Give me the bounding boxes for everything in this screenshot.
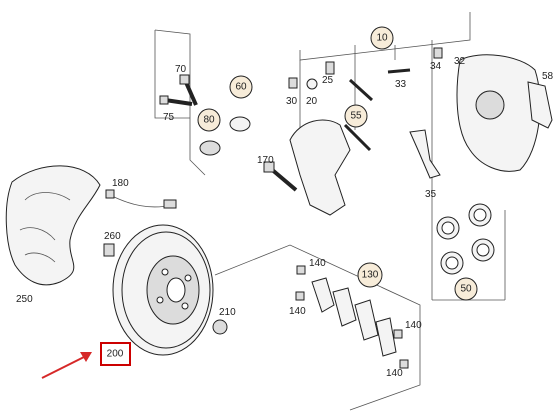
bubble-55[interactable]: 55 [344, 104, 368, 128]
bubble-130[interactable]: 130 [357, 262, 383, 288]
pad-bolt[interactable] [393, 329, 403, 339]
label-33: 33 [395, 79, 407, 90]
guide-pins[interactable] [343, 78, 374, 152]
label-180: 180 [112, 178, 129, 189]
caliper-bolt[interactable] [263, 161, 298, 192]
retaining-clip[interactable] [409, 129, 441, 179]
callout-box-200[interactable] [100, 342, 131, 366]
caliper-carrier[interactable] [289, 119, 351, 216]
label-34: 34 [430, 61, 442, 72]
label-70: 70 [175, 64, 187, 75]
svg-text:60: 60 [235, 82, 247, 93]
svg-text:10: 10 [376, 33, 388, 44]
label-20: 20 [306, 96, 318, 107]
label-35: 35 [425, 189, 437, 200]
pad-bolt[interactable] [296, 265, 306, 275]
label-75: 75 [163, 112, 175, 123]
label-210: 210 [219, 307, 236, 318]
label-200: 200 [107, 349, 124, 360]
seal-kit[interactable] [436, 203, 495, 275]
hub-cap[interactable] [212, 319, 228, 335]
svg-text:80: 80 [203, 115, 215, 126]
label-170: 170 [257, 155, 274, 166]
bushing-80[interactable] [199, 116, 251, 156]
bubble-80[interactable]: 80 [197, 108, 221, 132]
svg-text:55: 55 [350, 111, 362, 122]
wear-sensor[interactable] [105, 189, 177, 209]
screw-34[interactable] [433, 47, 443, 59]
pad-bolt[interactable] [399, 359, 409, 369]
bolt-70[interactable] [179, 74, 198, 106]
bubble-50[interactable]: 50 [454, 277, 478, 301]
label-250: 250 [16, 294, 33, 305]
callout-arrow [41, 352, 92, 379]
brake-pads[interactable] [311, 277, 397, 357]
label-32: 32 [454, 56, 466, 67]
svg-text:50: 50 [460, 284, 472, 295]
label-140-d: 140 [386, 368, 403, 379]
label-140-b: 140 [289, 306, 306, 317]
bubble-60[interactable]: 60 [229, 75, 253, 99]
dust-shield[interactable] [5, 165, 101, 286]
bolt-33[interactable] [387, 68, 411, 74]
bolt-75[interactable] [159, 95, 193, 106]
label-260: 260 [104, 231, 121, 242]
bubble-10[interactable]: 10 [370, 26, 394, 50]
label-30: 30 [286, 96, 298, 107]
brake-disc[interactable] [112, 224, 214, 356]
svg-text:130: 130 [362, 270, 379, 281]
label-140-a: 140 [309, 258, 326, 269]
disc-screw[interactable] [103, 243, 115, 257]
bleed-parts[interactable] [288, 61, 335, 90]
pad-bolt[interactable] [295, 291, 305, 301]
label-58: 58 [542, 71, 554, 82]
caliper-cover[interactable] [527, 81, 553, 129]
label-140-c: 140 [405, 320, 422, 331]
label-25: 25 [322, 75, 334, 86]
